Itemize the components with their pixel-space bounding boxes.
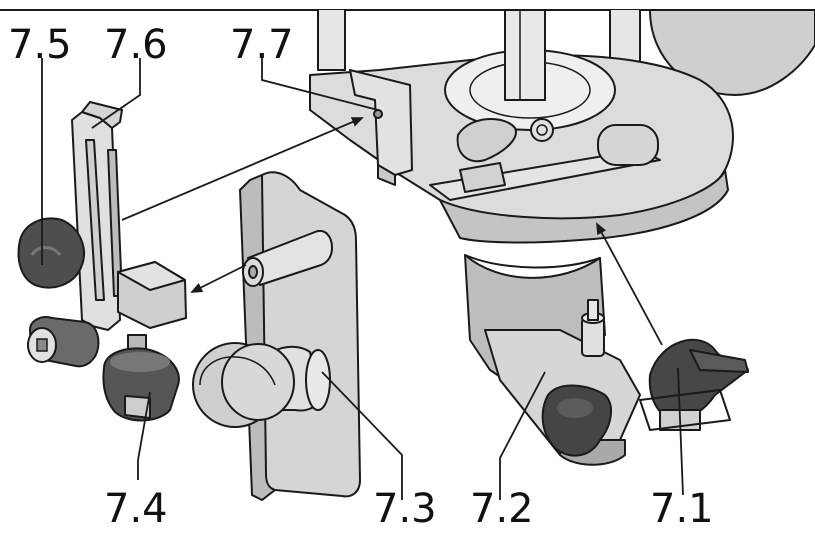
part-7-6-bracket: [17, 101, 187, 422]
arrow-bracket-to-router: [121, 117, 364, 221]
callout-7-1: 7.1: [650, 486, 714, 532]
part-7-3-guide-plate: [192, 171, 361, 501]
callout-7-6: 7.6: [104, 22, 168, 68]
callout-7-7: 7.7: [230, 22, 294, 68]
callout-7-5: 7.5: [8, 22, 72, 68]
callout-labels: 7.5 7.6 7.7 7.4 7.3 7.2 7.1: [8, 22, 714, 532]
leader-lines: [41, 58, 684, 500]
part-7-2-knob: [541, 384, 612, 457]
assembly-arrows: [121, 117, 663, 346]
callout-7-2: 7.2: [470, 486, 534, 532]
router-base: [309, 9, 815, 244]
part-7-1-lever-knob: [639, 338, 749, 431]
arrow-pin-to-bracket: [190, 264, 247, 293]
callout-7-4: 7.4: [104, 486, 168, 532]
callout-7-3: 7.3: [373, 486, 437, 532]
arrow-lever-to-base: [596, 222, 663, 346]
